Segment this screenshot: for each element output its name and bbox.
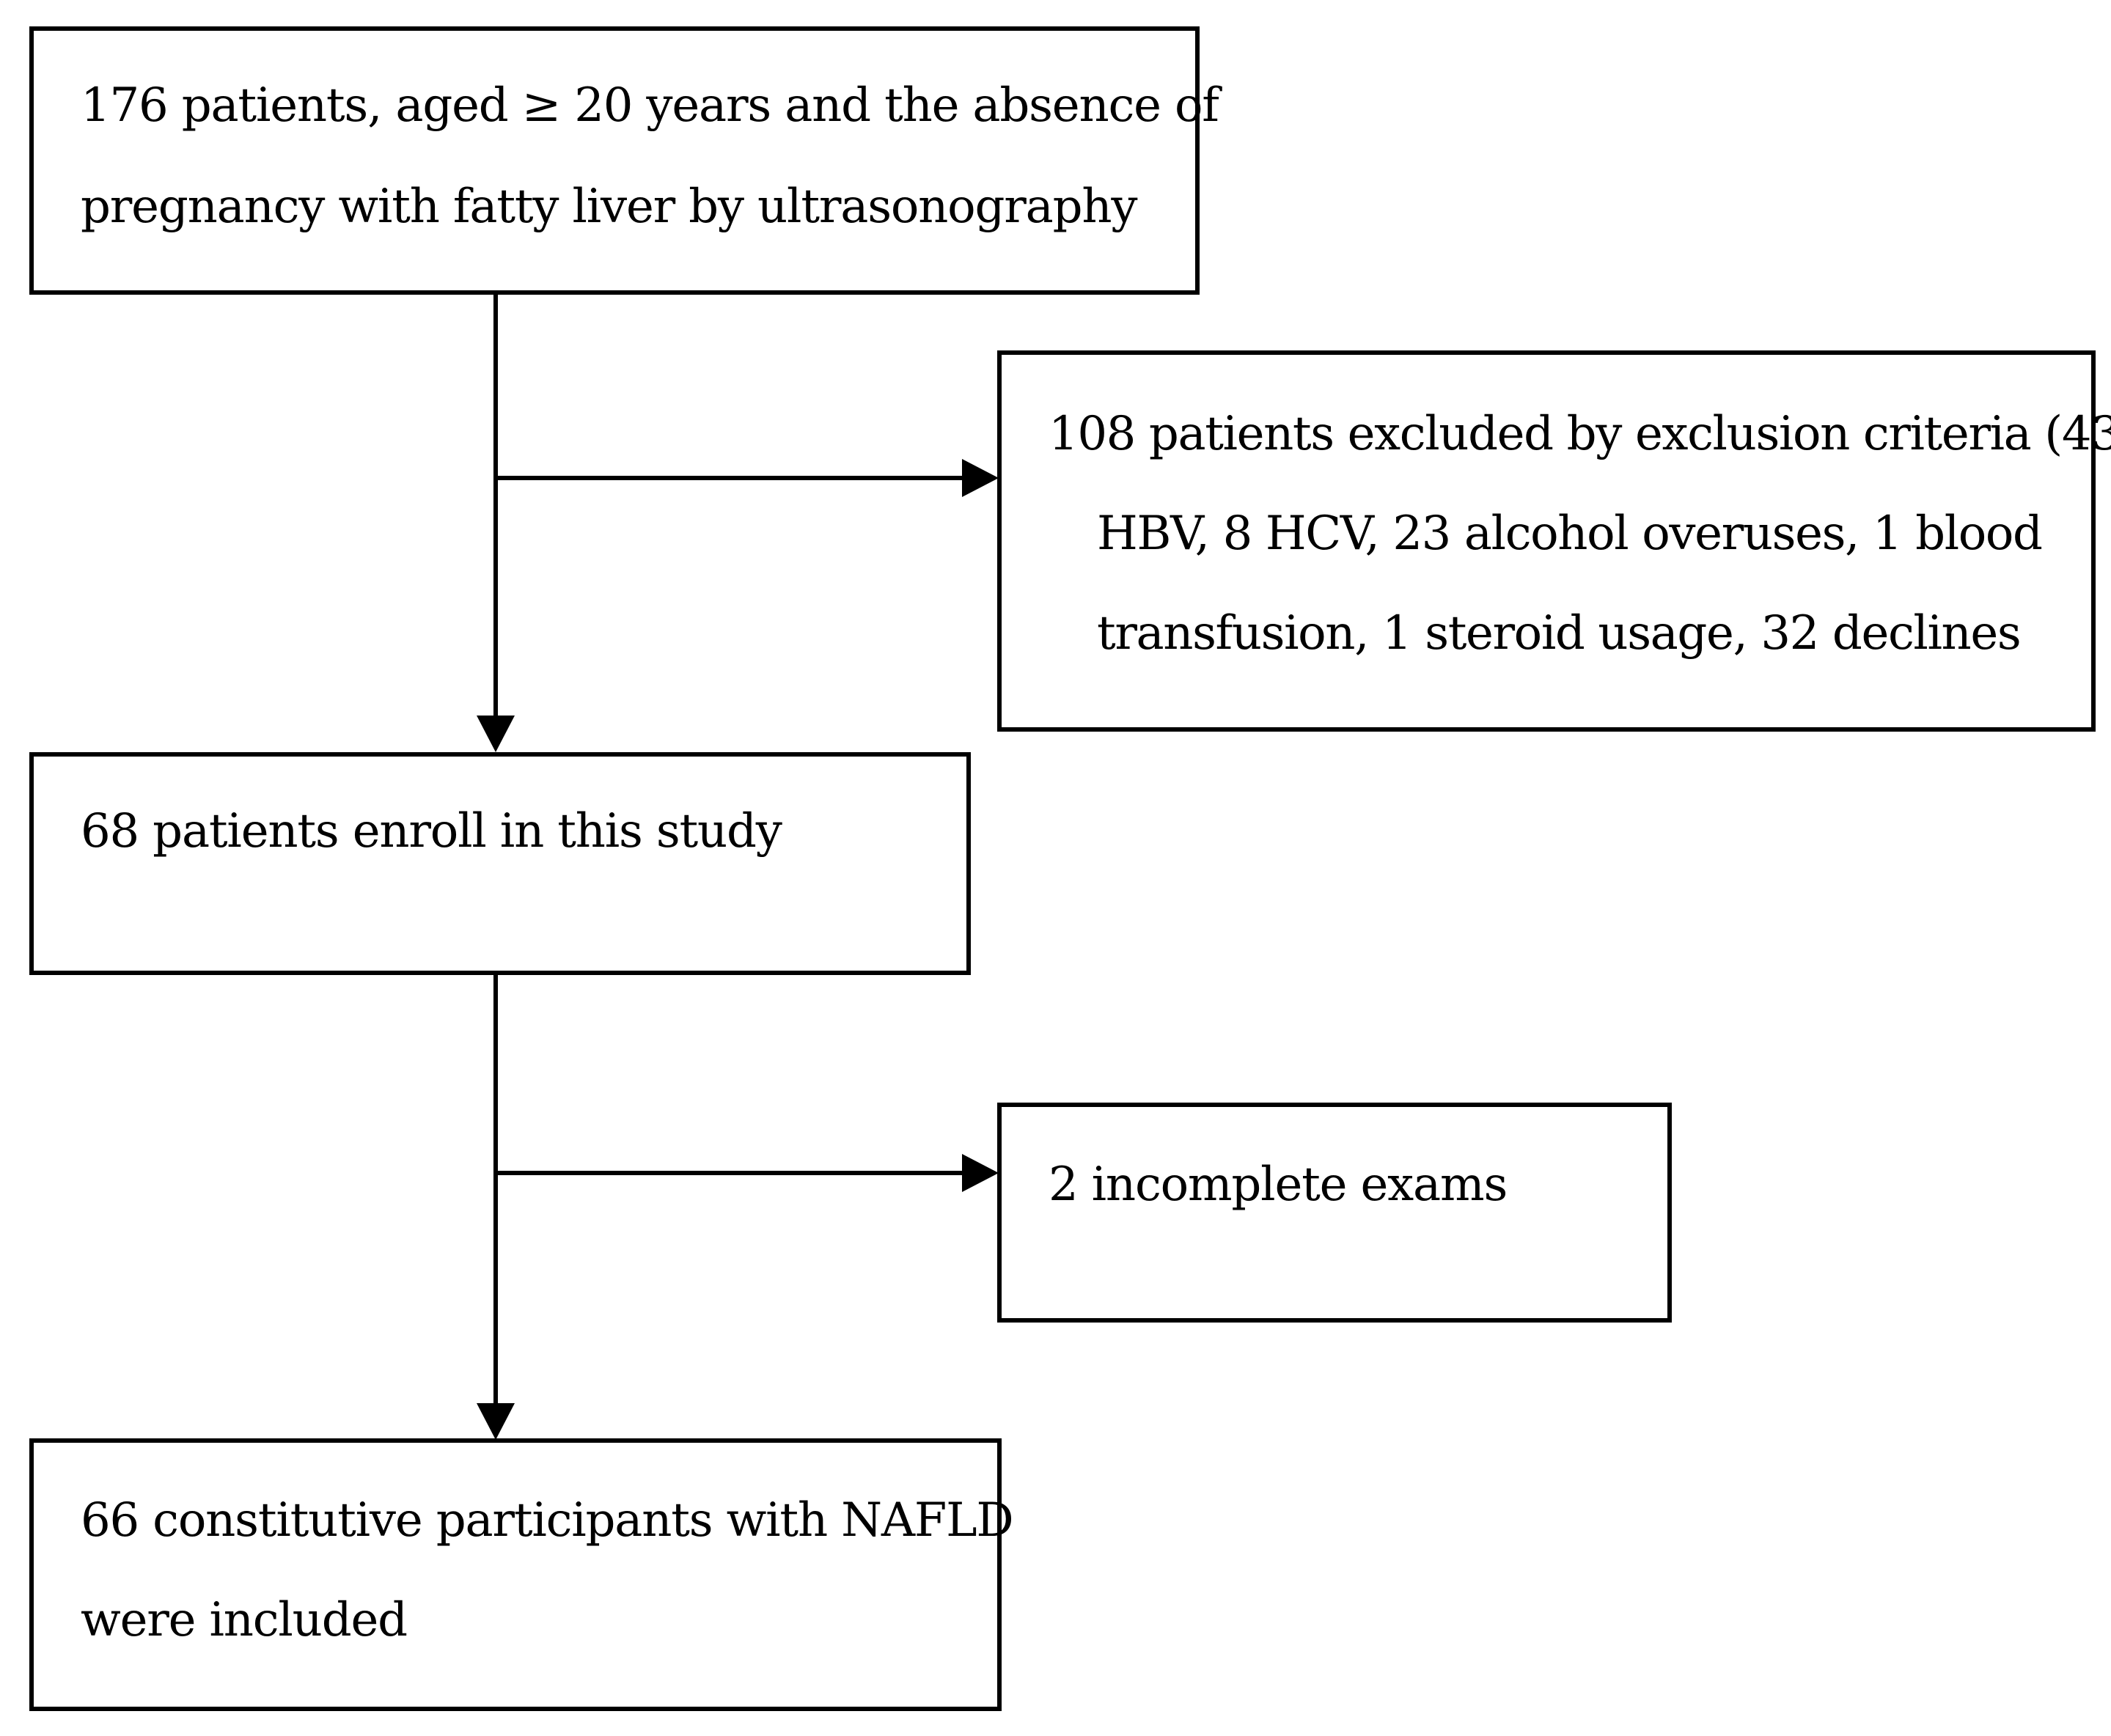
exclusion-text-line-1: 108 patients excluded by exclusion crite… — [1049, 407, 2111, 461]
included-text-line-1: 66 constitutive participants with NAFLD — [81, 1493, 1014, 1548]
enrollment-box: 68 patients enroll in this study — [29, 752, 971, 975]
exclusion-text-line-3: transfusion, 1 steroid usage, 32 decline… — [1097, 606, 2022, 661]
included-box: 66 constitutive participants with NAFLD … — [29, 1438, 1014, 1711]
screening-text-line-1: 176 patients, aged ≥ 20 years and the ab… — [81, 78, 1219, 133]
arrowhead-to-exclusion — [962, 459, 999, 497]
arrowhead-to-included — [477, 1403, 515, 1440]
incomplete-box: 2 incomplete exams — [997, 1103, 1672, 1323]
screening-text-line-2: pregnancy with fatty liver by ultrasonog… — [81, 180, 1138, 234]
enrollment-text: 68 patients enroll in this study — [81, 804, 782, 858]
arrowhead-to-enrollment — [477, 716, 515, 752]
exclusion-text-line-2: HBV, 8 HCV, 23 alcohol overuses, 1 blood — [1097, 507, 2043, 561]
incomplete-text: 2 incomplete exams — [1049, 1158, 1508, 1212]
screening-box: 176 patients, aged ≥ 20 years and the ab… — [29, 26, 1219, 295]
arrowhead-to-incomplete — [962, 1154, 999, 1192]
included-text-line-2: were included — [81, 1593, 408, 1647]
exclusion-box: 108 patients excluded by exclusion crite… — [997, 350, 2111, 732]
